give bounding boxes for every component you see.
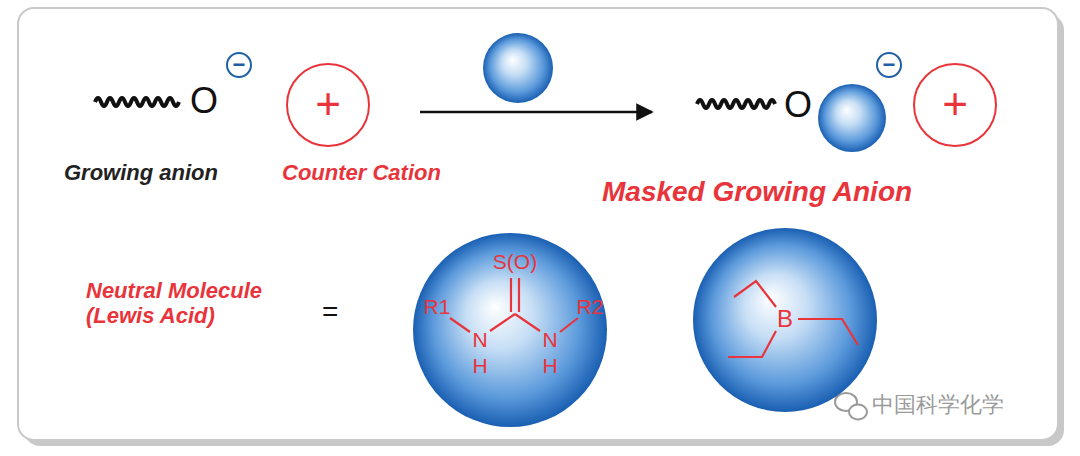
chemical-bond <box>450 318 470 332</box>
atom-label: S(O) <box>493 250 537 274</box>
atom-label: H <box>542 354 557 378</box>
counter-cation: + <box>286 63 370 147</box>
definition-label: Neutral Molecule (Lewis Acid) <box>86 278 291 329</box>
title-label: Masked Growing Anion <box>602 176 912 208</box>
minus-sign: − <box>233 54 246 76</box>
chemical-bond <box>728 331 776 357</box>
atom-label: R2 <box>577 295 604 319</box>
chemical-bond <box>798 319 858 345</box>
sphere <box>693 228 877 412</box>
lewis-acid-sphere: S(O) R1N N R2H H <box>412 232 608 428</box>
chemical-bond <box>510 278 512 312</box>
lewis-acid-sphere <box>483 33 553 103</box>
lewis-acid-sphere: B <box>692 227 878 413</box>
chemical-bond <box>518 278 520 312</box>
caption-label: Growing anion <box>64 160 218 185</box>
polymer-chain <box>95 98 179 106</box>
minus-sign: − <box>883 54 896 76</box>
wechat-icon <box>835 393 867 420</box>
plus-sign: + <box>942 82 968 126</box>
watermark: 中国科学化学 <box>872 392 1004 417</box>
anion-charge: − <box>226 52 252 78</box>
atom-label: B <box>777 305 793 333</box>
atom-label: R1 <box>424 295 451 319</box>
oxygen-atom: O <box>784 84 812 125</box>
counter-cation: + <box>913 63 997 147</box>
chemical-bond <box>490 314 515 331</box>
oxygen-atom: O <box>190 80 218 121</box>
reaction-arrow <box>420 111 652 114</box>
atom-label: H <box>472 354 487 378</box>
chemical-bond <box>515 314 540 331</box>
caption-label: Counter Cation <box>282 160 441 185</box>
sphere <box>413 233 607 427</box>
masking-sphere <box>818 84 886 152</box>
chemical-bond <box>560 318 578 332</box>
atom-label: N <box>472 328 487 352</box>
anion-charge: − <box>876 52 902 78</box>
equals-sign: = <box>322 296 338 328</box>
plus-sign: + <box>315 82 341 126</box>
chemical-bond <box>734 281 776 307</box>
polymer-chain <box>697 100 775 108</box>
frame <box>18 8 1058 440</box>
atom-label: N <box>542 328 557 352</box>
